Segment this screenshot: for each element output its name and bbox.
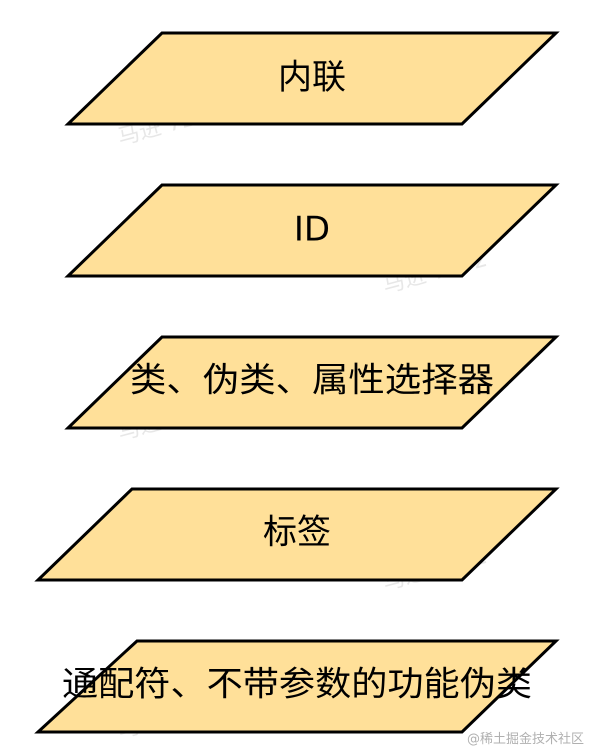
step-node-4: 标签 [34,487,560,582]
parallelogram-shape [34,487,560,582]
step-label-4: 标签 [263,513,331,553]
parallelogram-shape [34,639,560,734]
step-node-3: 类、伪类、属性选择器 [64,335,560,430]
parallelogram-shape [64,183,560,278]
footer-watermark: @稀土掘金技术社区 [466,732,584,747]
step-label-1: 内联 [278,58,346,98]
step-label-2: ID [294,210,330,250]
step-node-2: ID [64,183,560,278]
parallelogram-shape [64,335,560,430]
step-node-5: 通配符、不带参数的功能伪类 [34,639,560,734]
step-label-5: 通配符、不带参数的功能伪类 [62,665,532,705]
parallelogram-shape [64,31,560,126]
step-node-1: 内联 [64,31,560,126]
step-label-3: 类、伪类、属性选择器 [130,361,494,401]
